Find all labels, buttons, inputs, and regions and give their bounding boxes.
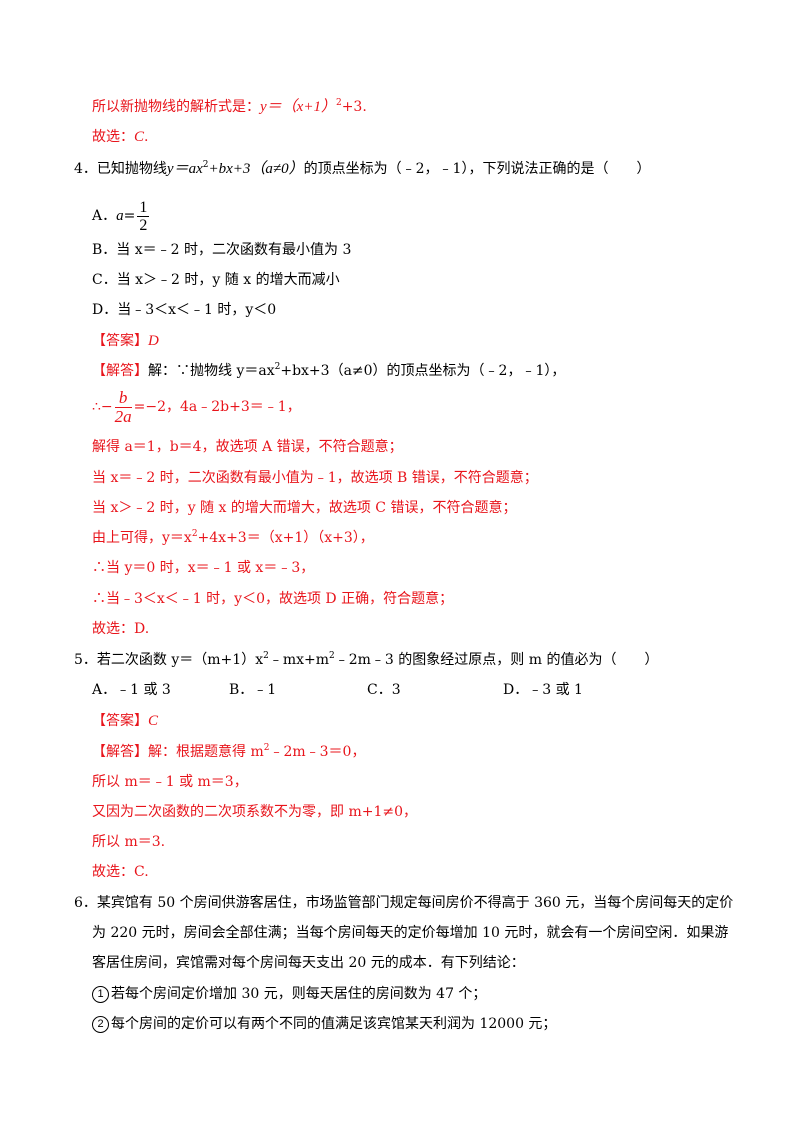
equation: +bx+3（a≠0） bbox=[208, 161, 304, 177]
variable: a bbox=[116, 208, 124, 224]
text: ∴ bbox=[92, 399, 101, 415]
exponent: 2 bbox=[335, 98, 342, 108]
q4-solution-line-9: 故选：D. bbox=[92, 621, 150, 637]
q5-solution-line-3: 又因为二次函数的二次项系数不为零，即 m+1≠0， bbox=[92, 804, 417, 820]
text: 若每个房间定价增加 30 元，则每天居住的房间数为 47 个； bbox=[111, 986, 487, 1002]
question-4-stem: 4．已知抛物线y＝ax2+bx+3（a≠0）的顶点坐标为（﹣2，﹣1），下列说法… bbox=[74, 159, 650, 179]
numerator: 1 bbox=[137, 198, 150, 217]
text: 由上可得，y＝x bbox=[92, 530, 192, 546]
numerator: b bbox=[118, 387, 128, 407]
question-number: 4． bbox=[74, 161, 97, 177]
q4-solution-line-4: 当 x＝﹣2 时，二次函数有最小值为﹣1，故选项 B 错误，不符合题意； bbox=[92, 470, 538, 486]
circled-number: 1 bbox=[92, 986, 109, 1003]
q4-option-b[interactable]: B．当 x＝﹣2 时，二次函数有最小值为 3 bbox=[92, 242, 352, 258]
denominator: 2 bbox=[139, 216, 148, 234]
text: +4x+3＝（x+1）（x+3）， bbox=[197, 530, 374, 546]
question-6-line-2: 为 220 元时，房间会全部住满；当每个房间每天的定价每增加 10 元时，就会有… bbox=[92, 925, 729, 941]
text: ﹣2m﹣3 的图象经过原点，则 m 的值必为（ ） bbox=[334, 652, 659, 668]
text: +3. bbox=[341, 99, 367, 115]
q5-answer: 【答案】C bbox=[92, 711, 158, 731]
q4-solution-line-3: 解得 a＝1，b＝4，故选项 A 错误，不符合题意； bbox=[92, 439, 403, 455]
text: 故选： bbox=[92, 129, 134, 145]
q5-solution-line-4: 所以 m＝3. bbox=[92, 834, 166, 850]
q4-solution-line-6: 由上可得，y＝x2+4x+3＝（x+1）（x+3）， bbox=[92, 528, 374, 548]
equation: y＝（x+1） bbox=[260, 99, 336, 115]
answer-label: 【答案】 bbox=[92, 333, 148, 349]
text: 某宾馆有 50 个房间供游客居住，市场监管部门规定每间房价不得高于 360 元，… bbox=[96, 895, 734, 911]
answer-letter: C bbox=[148, 713, 159, 729]
minus: − bbox=[100, 399, 113, 415]
answer-letter: C bbox=[134, 129, 145, 145]
text: = bbox=[123, 208, 136, 224]
text: 若二次函数 y＝（m+1）x bbox=[96, 652, 264, 668]
question-6-line-1: 6．某宾馆有 50 个房间供游客居住，市场监管部门规定每间房价不得高于 360 … bbox=[74, 893, 733, 913]
q5-solution-line-1: 【解答】解：根据题意得 m2﹣2m﹣3＝0， bbox=[92, 742, 365, 762]
q5-option-d[interactable]: D．﹣3 或 1 bbox=[503, 682, 583, 698]
text: ﹣2m﹣3＝0， bbox=[269, 744, 366, 760]
text: 解：∵抛物线 y＝ax bbox=[148, 363, 275, 379]
text: =−2，4a﹣2b+3＝﹣1， bbox=[133, 399, 301, 415]
question-5-stem: 5．若二次函数 y＝（m+1）x2﹣mx+m2﹣2m﹣3 的图象经过原点，则 m… bbox=[74, 650, 658, 670]
q4-solution-line-1: 【解答】解：∵抛物线 y＝ax2+bx+3（a≠0）的顶点坐标为（﹣2，﹣1）， bbox=[92, 361, 565, 381]
option-label: A． bbox=[92, 208, 117, 224]
exponent: 2 bbox=[274, 362, 281, 372]
q5-solution-line-2: 所以 m＝﹣1 或 m＝3， bbox=[92, 774, 248, 790]
q4-option-c[interactable]: C．当 x＞﹣2 时，y 随 x 的增大而减小 bbox=[92, 272, 340, 288]
text: ﹣mx+m bbox=[268, 652, 330, 668]
denominator: 2a bbox=[114, 406, 132, 426]
text: 所以新抛物线的解析式是： bbox=[92, 99, 260, 115]
text: 的顶点坐标为（﹣2，﹣1），下列说法正确的是（ ） bbox=[303, 161, 651, 177]
solution-label: 【解答】 bbox=[92, 744, 148, 760]
question-number: 5． bbox=[74, 652, 97, 668]
text: 已知抛物线 bbox=[96, 161, 167, 177]
text: 每个房间的定价可以有两个不同的值满足该宾馆某天利润为 12000 元； bbox=[111, 1016, 557, 1032]
q4-option-d[interactable]: D．当﹣3＜x＜﹣1 时，y＜0 bbox=[92, 302, 277, 318]
q5-solution-line-5: 故选：C. bbox=[92, 864, 149, 880]
question-6-line-3: 客居住房间，宾馆需对每个房间每天支出 20 元的成本．有下列结论： bbox=[92, 955, 525, 971]
exponent: 2 bbox=[329, 651, 335, 661]
q4-solution-line-5: 当 x＞﹣2 时，y 随 x 的增大而增大，故选项 C 错误，不符合题意； bbox=[92, 500, 517, 516]
equation: y＝ax bbox=[166, 161, 203, 177]
text: 解：根据题意得 m bbox=[148, 744, 264, 760]
q5-option-c[interactable]: C．3 bbox=[367, 682, 401, 698]
exponent: 2 bbox=[202, 160, 209, 170]
solution-label: 【解答】 bbox=[92, 363, 148, 379]
exponent: 2 bbox=[263, 651, 269, 661]
answer-letter: D bbox=[148, 333, 159, 349]
q4-solution-line-7: ∴当 y＝0 时，x＝﹣1 或 x＝﹣3， bbox=[92, 560, 315, 576]
text: . bbox=[144, 129, 149, 145]
exponent: 2 bbox=[191, 529, 198, 539]
exponent: 2 bbox=[263, 743, 270, 753]
q5-option-b[interactable]: B．﹣1 bbox=[229, 682, 277, 698]
q5-option-a[interactable]: A．﹣1 或 3 bbox=[92, 682, 171, 698]
prev-answer-line: 故选：C. bbox=[92, 127, 148, 147]
prev-solution-line: 所以新抛物线的解析式是：y＝（x+1）2+3. bbox=[92, 97, 367, 117]
q4-answer: 【答案】D bbox=[92, 331, 159, 351]
q4-solution-line-8: ∴当﹣3＜x＜﹣1 时，y＜0，故选项 D 正确，符合题意； bbox=[92, 591, 454, 607]
question-number: 6． bbox=[74, 895, 97, 911]
circled-number: 2 bbox=[92, 1016, 109, 1033]
text: +bx+3（a≠0）的顶点坐标为（﹣2，﹣1）， bbox=[280, 363, 566, 379]
answer-label: 【答案】 bbox=[92, 713, 148, 729]
